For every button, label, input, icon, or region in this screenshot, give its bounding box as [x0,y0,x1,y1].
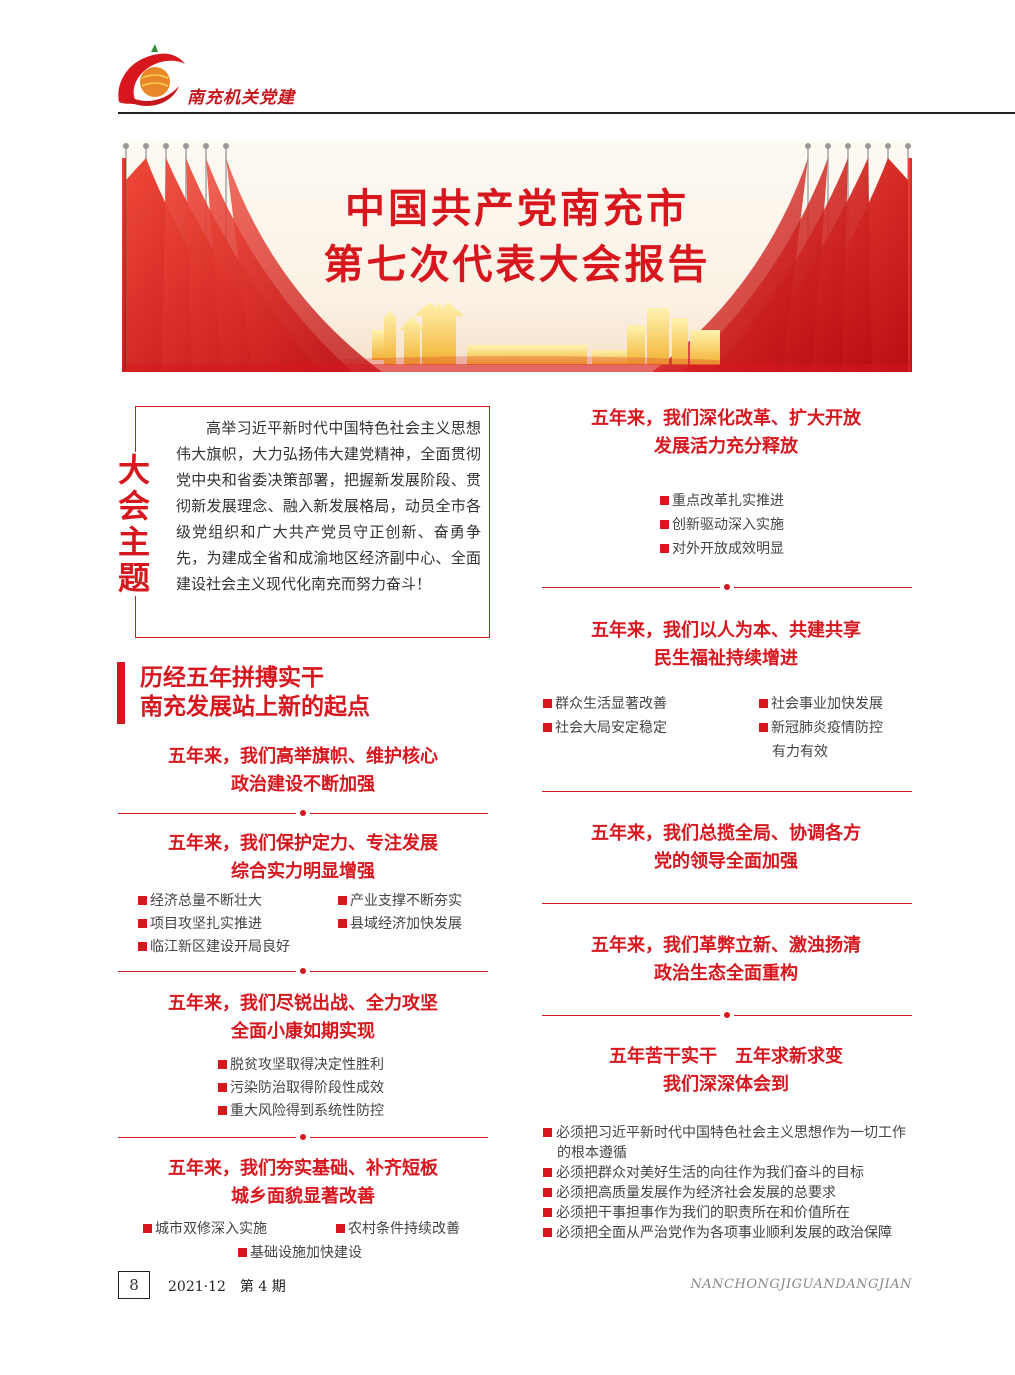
heading-economic-strength: 五年来，我们保护定力、专注发展 综合实力明显增强 [168,833,438,882]
list-item: 城市双修深入实施 [143,1219,267,1239]
masthead: 南充机关党建 [115,40,1015,115]
heading-political-building: 五年来，我们高举旗帜、维护核心 政治建设不断加强 [168,746,438,795]
list-item: 创新驱动深入实施 [660,515,784,535]
divider [542,1011,912,1021]
list-item: 必须把全面从严治党作为各项事业顺利发展的政治保障 [543,1223,915,1243]
list-item: 污染防治取得阶段性成效 [218,1078,384,1098]
divider [542,899,912,909]
section-title: 历经五年拼搏实干 南充发展站上新的起点 [140,665,370,720]
list-item: 社会大局安定稳定 [543,718,667,738]
heading-urban-rural: 五年来，我们夯实基础、补齐短板 城乡面貌显著改善 [168,1158,438,1207]
list-item: 项目攻坚扎实推进 [138,914,262,934]
flags-and-skyline-illustration [122,143,912,372]
report-title-line2: 第七次代表大会报告 [323,242,711,288]
list-item: 基础设施加快建设 [238,1243,362,1263]
list-item: 必须把干事担事作为我们的职责所在和价值所在 [543,1203,915,1223]
list-item: 必须把习近平新时代中国特色社会主义思想作为一切工作的根本遵循 [543,1123,915,1163]
list-item: 群众生活显著改善 [543,694,667,714]
theme-text: 高举习近平新时代中国特色社会主义思想伟大旗帜，大力弘扬伟大建党精神，全面贯彻党中… [176,419,481,593]
heading-reform-opening: 五年来，我们深化改革、扩大开放 发展活力充分释放 [591,408,861,457]
list-item: 脱贫攻坚取得决定性胜利 [218,1055,384,1075]
heading-people-wellbeing: 五年来，我们以人为本、共建共享 民生福祉持续增进 [591,620,861,669]
list-item: 对外开放成效明显 [660,539,784,559]
list-item: 重大风险得到系统性防控 [218,1101,384,1121]
header-rule [118,112,1015,114]
heading-experience: 五年苦干实干 五年求新求变 我们深深体会到 [609,1046,843,1095]
section-marker [117,662,125,724]
list-item: 必须把群众对美好生活的向往作为我们奋斗的目标 [543,1163,915,1183]
list-item-continuation: 有力有效 [772,744,828,760]
report-banner: 中国共产党南充市 第七次代表大会报告 [122,140,912,372]
list-item: 重点改革扎实推进 [660,491,784,511]
list-item: 临江新区建设开局良好 [138,937,290,957]
list-item: 经济总量不断壮大 [138,891,262,911]
list-item: 社会事业加快发展 [759,694,883,714]
divider [542,787,912,797]
issue-info: 2021·12 第 4 期 [168,1279,286,1295]
list-item: 农村条件持续改善 [336,1219,460,1239]
theme-label: 大 会 主 题 [115,452,153,596]
page-number: 8 [118,1271,150,1299]
party-logo-icon [118,44,185,107]
list-item: 县域经济加快发展 [338,914,462,934]
heading-party-leadership: 五年来，我们总揽全局、协调各方 党的领导全面加强 [591,823,861,872]
divider [118,967,488,977]
divider [542,583,912,593]
list-item: 新冠肺炎疫情防控 [759,718,883,738]
heading-political-ecology: 五年来，我们革弊立新、激浊扬清 政治生态全面重构 [591,935,861,984]
divider [118,1133,488,1143]
report-title-line1: 中国共产党南充市 [345,186,689,232]
journal-pinyin: NANCHONGJIGUANDANGJIAN [690,1277,912,1292]
list-item: 必须把高质量发展作为经济社会发展的总要求 [543,1183,915,1203]
divider [118,809,488,819]
journal-name: 南充机关党建 [187,88,295,108]
heading-moderate-prosperity: 五年来，我们尽锐出战、全力攻坚 全面小康如期实现 [168,993,438,1042]
list-item: 产业支撑不断夯实 [338,891,462,911]
